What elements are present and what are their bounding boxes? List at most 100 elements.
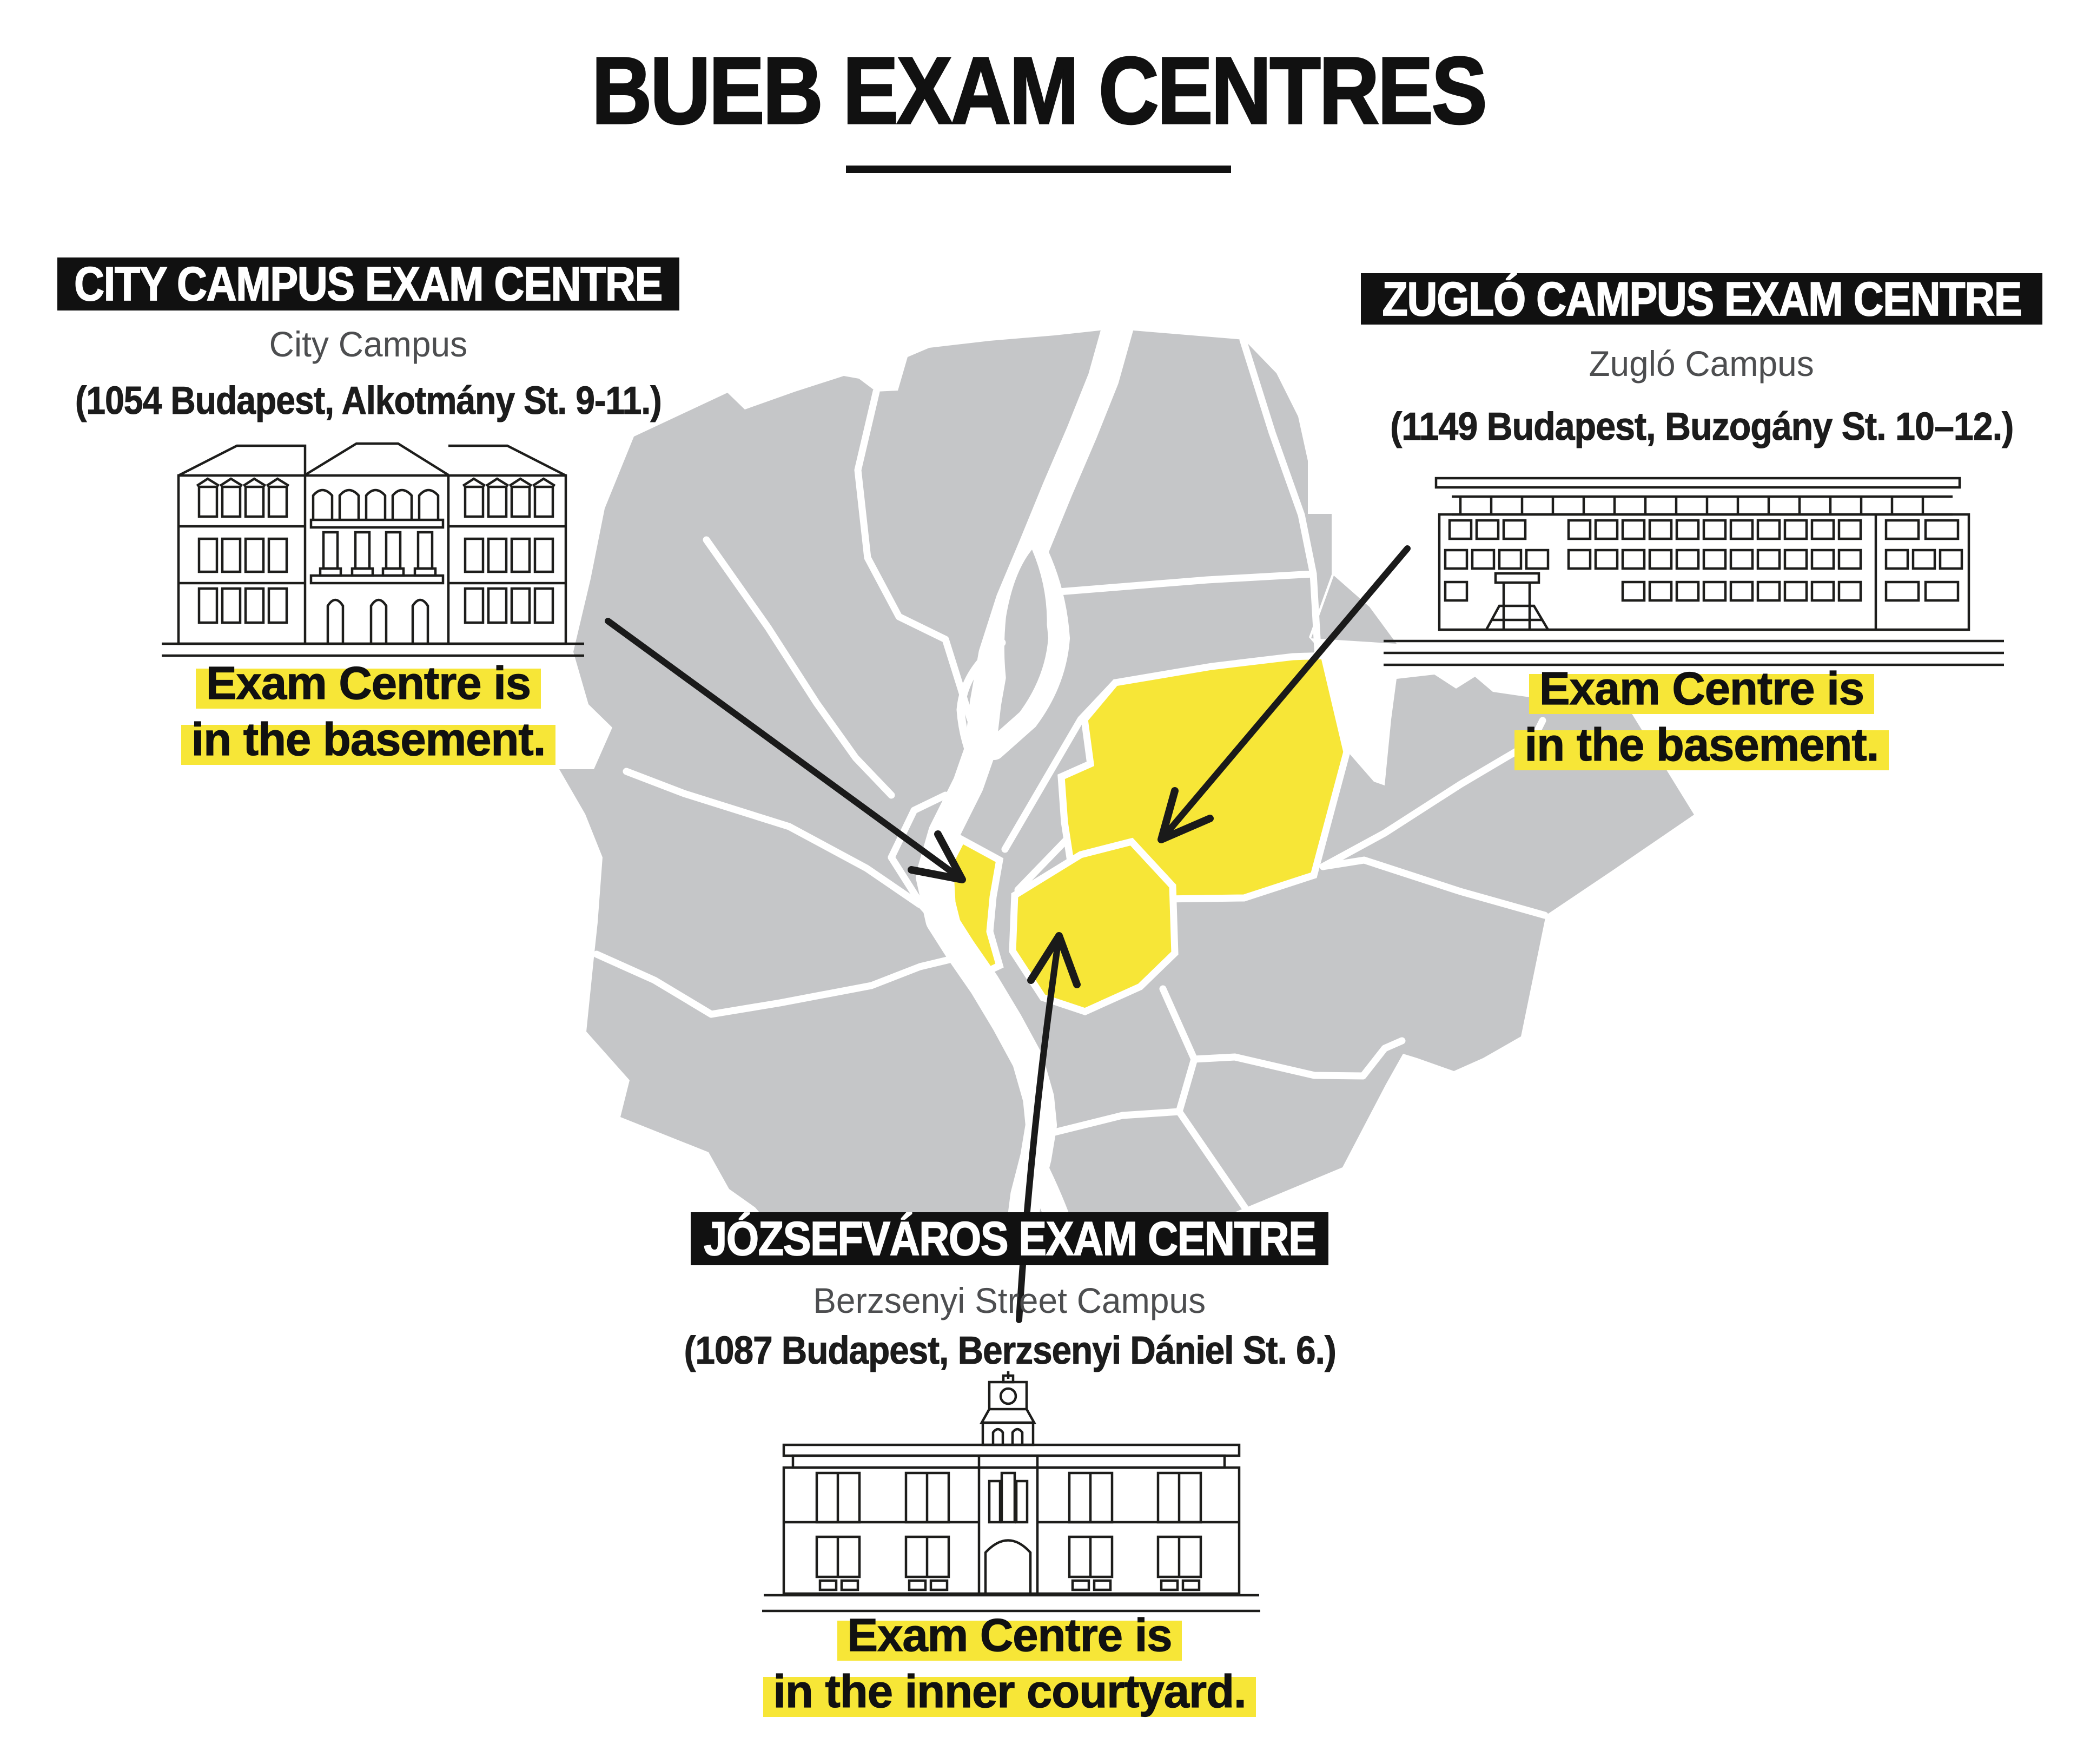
jozsefvaros-note: Exam Centre is in the inner courtyard. (691, 1608, 1328, 1720)
building-rect (533, 537, 554, 573)
building-rect (1810, 519, 1835, 540)
zuglo-campus-heading-box: ZUGLÓ CAMPUS EXAM CENTRE (1361, 272, 2042, 326)
building-path (462, 477, 486, 487)
building-path (369, 598, 388, 644)
building-rect (1071, 1579, 1090, 1591)
arrow-head (1157, 787, 1214, 843)
city-campus-name: City Campus (269, 324, 468, 364)
building-rect (1783, 519, 1808, 540)
arrow-shaft (605, 618, 965, 883)
modern-slab-building-icon (1384, 477, 2004, 666)
building-rect (1675, 519, 1700, 540)
window-row-top (1448, 519, 1960, 540)
building-rect (510, 485, 531, 518)
district-border-line (1309, 570, 1322, 660)
classical-three-storey-building-icon (162, 442, 584, 657)
building-rect (782, 1443, 1241, 1457)
building-rect (1000, 1471, 1016, 1524)
building-rect (1444, 549, 1469, 570)
building-rect (322, 531, 339, 570)
building-rect (533, 587, 554, 624)
window-row-middle (1444, 549, 1963, 570)
building-rect (1729, 519, 1754, 540)
building-rect (1648, 580, 1673, 602)
district-border-line (1040, 1108, 1183, 1139)
building-path (485, 477, 510, 487)
building-rect (1475, 519, 1500, 540)
building-path (1011, 1428, 1024, 1445)
middle-floor-windows (309, 531, 445, 585)
building-rect (221, 587, 242, 624)
building-path (991, 1428, 1004, 1445)
building-rect (1729, 580, 1754, 602)
building-rect (1494, 572, 1540, 584)
building-path (365, 488, 387, 520)
zuglo-campus-note: Exam Centre is in the basement. (1361, 661, 2042, 774)
building-path (532, 477, 556, 487)
building-rect (309, 518, 445, 529)
building-path (1485, 604, 1549, 631)
building-rect (1594, 549, 1619, 570)
building-rect (1471, 549, 1496, 570)
district-border-line (1190, 1037, 1406, 1080)
building-rect (1837, 519, 1862, 540)
building-rect (1884, 549, 1909, 570)
arrow-shaft (1016, 933, 1062, 1323)
obuda-island-channel (956, 638, 1006, 767)
building-path (338, 488, 360, 520)
building-rect (1924, 519, 1960, 540)
district-border-line (703, 536, 895, 799)
building-rect (988, 1380, 1028, 1411)
building-rect (1939, 549, 1963, 570)
building-rect (197, 485, 219, 518)
building-drawing (762, 1371, 1260, 1613)
tower (980, 1371, 1036, 1446)
building-rect (533, 485, 554, 518)
building-rect (309, 574, 445, 585)
central-organ-windows (988, 1471, 1029, 1524)
arrow-head (908, 830, 966, 883)
building-rect (464, 537, 485, 573)
building-rect (1621, 549, 1646, 570)
building-rect (1675, 580, 1700, 602)
building-rect (1837, 549, 1862, 570)
building-path (980, 1408, 1036, 1424)
building-rect (1756, 580, 1781, 602)
building-path (448, 444, 567, 477)
building-rect (267, 537, 288, 573)
jozsefvaros-heading: JÓZSEFVÁROS EXAM CENTRE (703, 1211, 1317, 1266)
arched-gallery (309, 488, 445, 529)
building-rect (1525, 549, 1550, 570)
jozsefvaros-address: (1087 Budapest, Berzsenyi Dániel St. 6.) (684, 1329, 1337, 1372)
building-rect (1756, 519, 1781, 540)
building-rect (510, 587, 531, 624)
zuglo-campus-arrow (1157, 545, 1411, 843)
map-district-borders (593, 336, 1549, 1212)
building-path (326, 598, 345, 644)
lower-window-pairs (815, 1535, 1202, 1578)
margaret-island (1004, 550, 1047, 715)
building-drawing (1384, 477, 2004, 666)
building-path (391, 488, 413, 520)
city-campus-arrow (605, 618, 966, 883)
building-rect (1567, 519, 1592, 540)
page-title: BUEB EXAM CENTRES (591, 37, 1488, 144)
building-rect (464, 485, 485, 518)
building-path (508, 477, 533, 487)
jozsefvaros-heading-box: JÓZSEFVÁROS EXAM CENTRE (691, 1211, 1328, 1266)
building-rect (1181, 1579, 1201, 1591)
building-rect (510, 537, 531, 573)
map-buda-landmass (559, 329, 1114, 1261)
building-rect (782, 1466, 1241, 1595)
building-rect (1783, 580, 1808, 602)
zuglo-campus-name: Zugló Campus (1589, 343, 1815, 384)
district-border-line (1239, 336, 1317, 578)
district-border-line (1028, 570, 1317, 598)
building-rect (1434, 477, 1961, 489)
building-path (418, 488, 440, 520)
building-drawing (162, 442, 584, 657)
clerestory-band (1452, 495, 1953, 514)
building-rect (1015, 1479, 1029, 1524)
city-campus-heading: CITY CAMPUS EXAM CENTRE (74, 256, 664, 311)
